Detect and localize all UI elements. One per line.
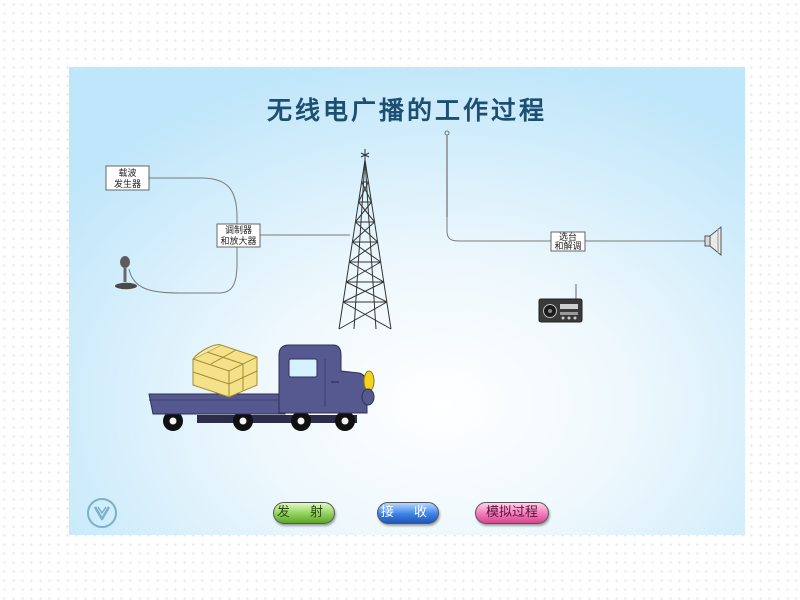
carrier-generator-label-1: 载波 xyxy=(118,167,136,179)
carrier-generator-label-2: 发生器 xyxy=(114,178,141,190)
microphone-icon xyxy=(115,256,137,290)
receive-button[interactable]: 接 收 xyxy=(377,502,439,524)
carrier-generator-box: 载波 发生器 xyxy=(105,165,150,191)
radio-icon xyxy=(538,284,583,323)
wire-antenna-to-tuner xyxy=(446,139,551,242)
wire-carrier-to-modulator xyxy=(149,177,238,225)
transmission-tower-icon xyxy=(338,149,392,330)
cargo-bales-icon xyxy=(192,344,258,398)
simulate-process-button[interactable]: 模拟过程 xyxy=(475,502,549,524)
publisher-logo-icon xyxy=(87,498,117,528)
truck-icon xyxy=(148,344,375,431)
modulator-label-2: 和放大器 xyxy=(220,235,256,247)
modulator-label-1: 调制器 xyxy=(225,224,252,236)
modulator-amplifier-box: 调制器 和放大器 xyxy=(216,223,261,248)
send-button[interactable]: 发 射 xyxy=(273,502,335,524)
receiving-antenna-icon xyxy=(444,130,450,217)
tuner-demodulator-box: 选台 和解调 xyxy=(550,231,586,252)
speaker-icon xyxy=(704,225,722,257)
tuner-label-2: 和解调 xyxy=(554,240,581,252)
truck-wheels xyxy=(163,411,355,431)
page-title: 无线电广播的工作过程 xyxy=(266,96,547,125)
broadcast-diagram: 载波 发生器 调制器 和放大器 选台 和解调 xyxy=(105,130,722,431)
wire-microphone-to-modulator xyxy=(128,247,238,294)
tuner-label-1: 选台 xyxy=(559,231,577,243)
slide-canvas: 无线电广播的工作过程 载波 发生器 调制器 和放大器 选台 和解调 xyxy=(69,67,745,535)
